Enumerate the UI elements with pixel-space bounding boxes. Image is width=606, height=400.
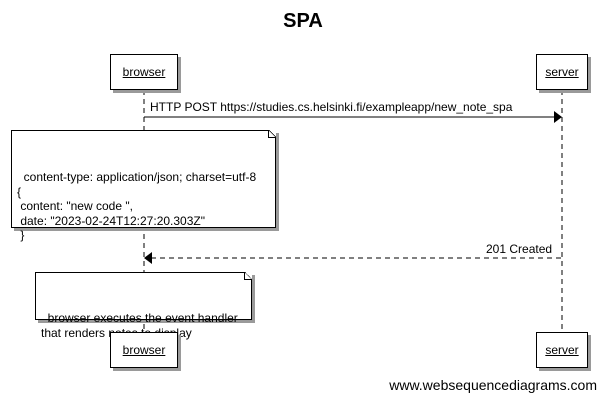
participant-browser-top: browser [110, 54, 178, 90]
note-fold-corner [244, 272, 252, 280]
request-payload-note: content-type: application/json; charset=… [11, 130, 276, 242]
participant-server-top: server [536, 54, 588, 90]
participant-server-bottom: server [536, 332, 588, 368]
note-fold-corner [268, 130, 276, 138]
browser-event-handler-note: browser executes the event handler that … [35, 272, 252, 340]
watermark-link[interactable]: www.websequencediagrams.com [389, 377, 597, 393]
post-message-label: HTTP POST https://studies.cs.helsinki.fi… [150, 100, 513, 114]
participant-browser-bottom: browser [110, 332, 178, 368]
post-message-arrowhead [554, 111, 562, 123]
response-message-label: 201 Created [486, 242, 553, 256]
diagram-title: SPA [283, 10, 323, 32]
response-arrowhead [144, 252, 152, 264]
request-payload-text: content-type: application/json; charset=… [17, 170, 257, 242]
